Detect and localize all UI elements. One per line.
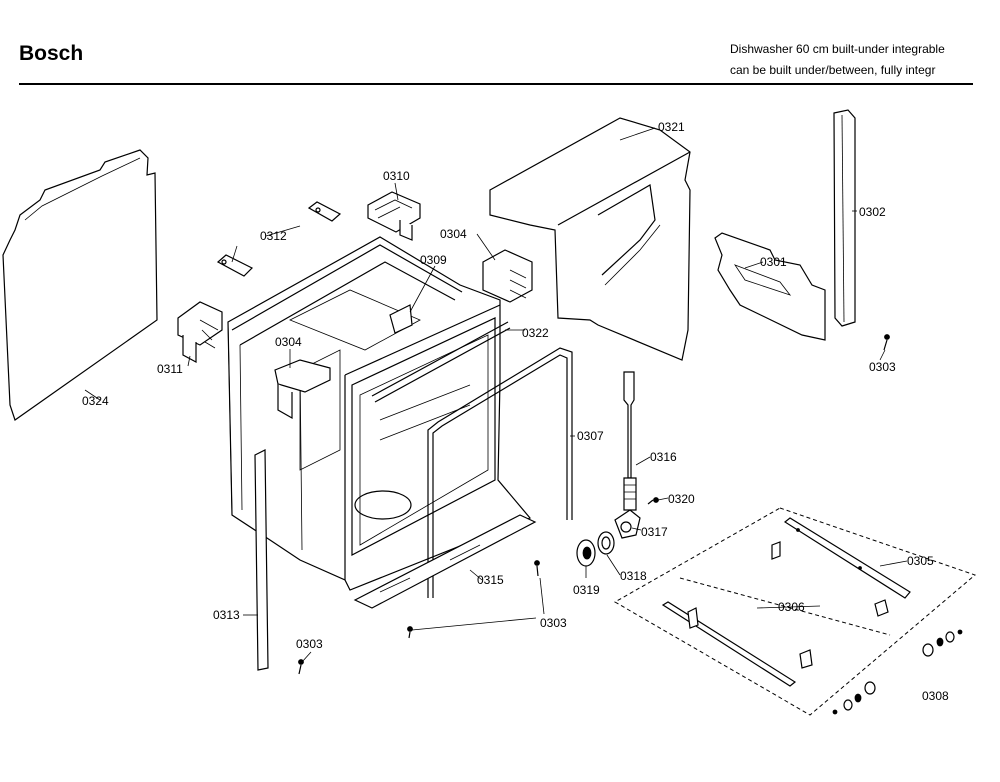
- part-0317-elbow[interactable]: [614, 509, 641, 539]
- label-0321: 0321: [658, 120, 685, 134]
- label-0318: 0318: [620, 569, 647, 583]
- part-0320-screw[interactable]: [647, 497, 659, 505]
- label-0301: 0301: [760, 255, 787, 269]
- part-0313-strip[interactable]: [254, 449, 269, 671]
- part-0319-nut[interactable]: [576, 539, 596, 567]
- part-0321-insulation[interactable]: [489, 117, 691, 361]
- label-0315: 0315: [477, 573, 504, 587]
- label-0313: 0313: [213, 608, 240, 622]
- part-0315-base-plate[interactable]: [353, 514, 537, 609]
- part-0305-rail[interactable]: [771, 517, 911, 617]
- label-0316: 0316: [650, 450, 677, 464]
- part-0306-rail[interactable]: [661, 601, 813, 687]
- label-0309: 0309: [420, 253, 447, 267]
- label-0305: 0305: [907, 554, 934, 568]
- part-0301-pad[interactable]: [714, 232, 826, 341]
- header-divider: [19, 83, 973, 85]
- model-description-line2: can be built under/between, fully integr: [730, 63, 936, 77]
- label-0303-bottom-left: 0303: [296, 637, 323, 651]
- part-0316-hose[interactable]: [623, 371, 637, 511]
- label-0308: 0308: [922, 689, 949, 703]
- part-0303-screw-top[interactable]: [883, 334, 890, 351]
- part-0312-clips[interactable]: [216, 201, 342, 277]
- part-0322-seal[interactable]: [371, 321, 511, 403]
- part-0303-screw-bottom-left[interactable]: [298, 659, 304, 675]
- label-0319: 0319: [573, 583, 600, 597]
- part-0310-bracket[interactable]: [367, 191, 421, 241]
- part-0324-side-panel[interactable]: [2, 149, 158, 421]
- part-0311-bracket[interactable]: [177, 301, 223, 364]
- part-0302-strip[interactable]: [833, 109, 856, 327]
- label-0304-left: 0304: [275, 335, 302, 349]
- label-0311: 0311: [157, 362, 183, 376]
- model-description-line1: Dishwasher 60 cm built-under integrable: [730, 42, 945, 56]
- label-0310: 0310: [383, 169, 410, 183]
- part-tub-body[interactable]: [227, 236, 531, 591]
- label-0303-top: 0303: [869, 360, 896, 374]
- part-0304-bracket[interactable]: [482, 249, 533, 303]
- label-0317: 0317: [641, 525, 668, 539]
- label-0312: 0312: [260, 229, 287, 243]
- part-kit-outline: [613, 507, 976, 716]
- label-0307: 0307: [577, 429, 604, 443]
- label-0322: 0322: [522, 326, 549, 340]
- label-0303-bottom-mid: 0303: [540, 616, 567, 630]
- leader-lines: [84, 127, 908, 663]
- label-0304-right: 0304: [440, 227, 467, 241]
- part-0307-door-seal[interactable]: [427, 347, 573, 598]
- part-0303-screw-bottom-mid[interactable]: [407, 560, 540, 639]
- label-0302: 0302: [859, 205, 886, 219]
- part-0308-hardware[interactable]: [832, 629, 963, 715]
- label-0320: 0320: [668, 492, 695, 506]
- brand-title: Bosch: [19, 42, 84, 65]
- label-0324: 0324: [82, 394, 109, 408]
- label-0306: 0306: [778, 600, 805, 614]
- part-0318-ring[interactable]: [597, 531, 615, 555]
